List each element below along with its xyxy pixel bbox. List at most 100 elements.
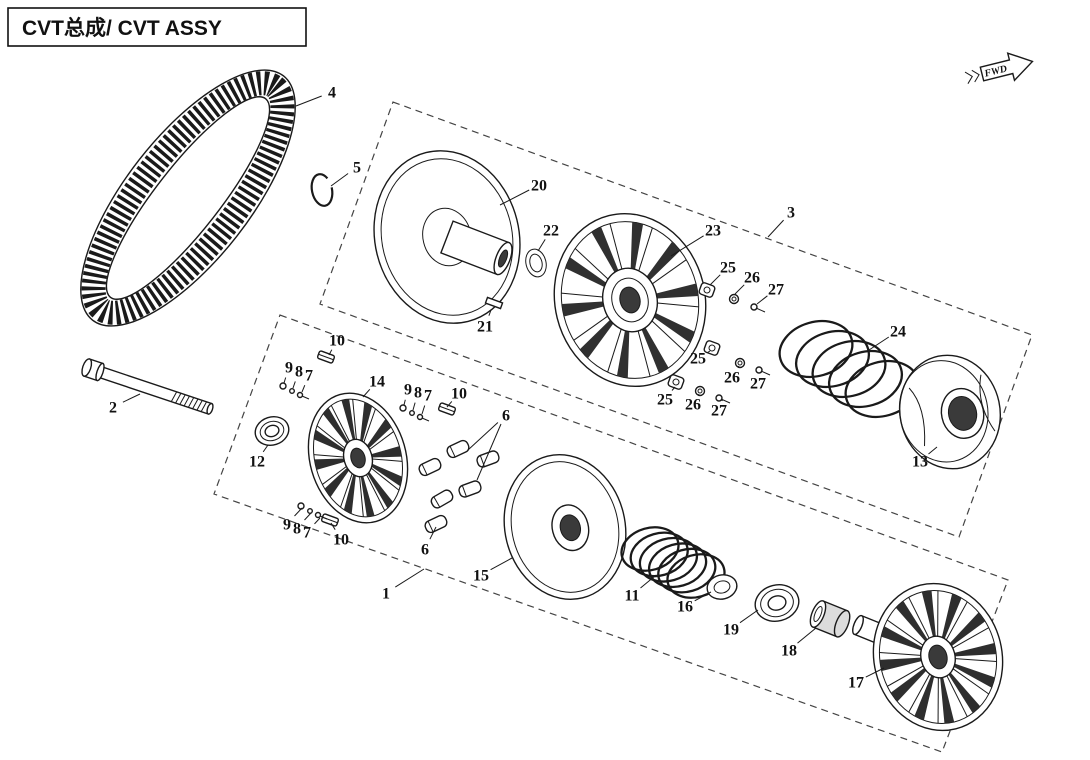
leader-line bbox=[928, 446, 938, 455]
part-987-screwset-c bbox=[297, 502, 328, 520]
part-12-nut bbox=[254, 415, 290, 447]
part-5-circlip bbox=[310, 173, 334, 207]
callout-1: 1 bbox=[382, 568, 425, 603]
callout-4: 4 bbox=[295, 85, 336, 107]
part-26-washer-a bbox=[728, 293, 740, 305]
part-number-12: 12 bbox=[249, 454, 265, 471]
callout-27: 27 bbox=[750, 372, 766, 393]
callout-26: 26 bbox=[724, 365, 740, 387]
part-21-spacer bbox=[484, 296, 504, 310]
part-number-18: 18 bbox=[781, 643, 797, 660]
part-26-washer-c bbox=[694, 385, 706, 397]
part-number-17: 17 bbox=[848, 675, 864, 692]
leader-line bbox=[304, 512, 312, 521]
part-number-25: 25 bbox=[690, 351, 706, 368]
part-number-6: 6 bbox=[502, 408, 510, 425]
callout-19: 19 bbox=[723, 609, 759, 639]
part-number-1: 1 bbox=[382, 586, 390, 603]
part-number-8: 8 bbox=[414, 385, 422, 402]
leader-line bbox=[709, 274, 721, 286]
part-16-washer bbox=[706, 574, 738, 600]
callout-27: 27 bbox=[711, 399, 727, 420]
callout-16: 16 bbox=[677, 591, 712, 616]
part-number-19: 19 bbox=[723, 622, 739, 639]
callout-2: 2 bbox=[109, 393, 141, 417]
leader-line bbox=[739, 609, 759, 624]
leader-line bbox=[797, 627, 817, 644]
part-987-screwset-a bbox=[279, 382, 310, 400]
leader-line bbox=[295, 95, 322, 107]
part-number-2: 2 bbox=[109, 400, 117, 417]
part-23-driven-pulley bbox=[553, 212, 707, 388]
part-27-screw-a bbox=[750, 303, 766, 313]
part-number-13: 13 bbox=[912, 454, 928, 471]
leader-line bbox=[865, 336, 890, 353]
leader-line bbox=[488, 309, 492, 316]
leader-line bbox=[292, 381, 296, 389]
part-number-26: 26 bbox=[724, 370, 740, 387]
part-2-bolt bbox=[81, 358, 214, 415]
part-number-22: 22 bbox=[543, 223, 559, 240]
leader-line bbox=[767, 219, 784, 238]
callout-20: 20 bbox=[499, 178, 547, 206]
callout-25: 25 bbox=[690, 350, 711, 368]
callout-26: 26 bbox=[734, 270, 760, 295]
callout-10: 10 bbox=[328, 333, 345, 356]
callout-26: 26 bbox=[685, 393, 701, 414]
callout-3: 3 bbox=[767, 205, 795, 238]
part-number-27: 27 bbox=[750, 376, 766, 393]
callout-23: 23 bbox=[670, 223, 721, 257]
part-number-8: 8 bbox=[293, 521, 301, 538]
part-number-16: 16 bbox=[677, 599, 693, 616]
callout-15: 15 bbox=[473, 557, 513, 585]
part-number-3: 3 bbox=[787, 205, 795, 222]
leader-line bbox=[122, 393, 141, 403]
part-18-sleeve bbox=[809, 600, 851, 638]
callout-8: 8 bbox=[293, 512, 312, 538]
callout-14: 14 bbox=[362, 374, 385, 398]
diagram-title: CVT总成/ CVT ASSY bbox=[22, 16, 222, 40]
part-19-bearing bbox=[754, 584, 800, 622]
leader-line bbox=[734, 284, 745, 295]
leader-line bbox=[670, 235, 704, 257]
callout-25: 25 bbox=[657, 386, 676, 409]
leader-line bbox=[429, 526, 437, 540]
part-10-slider-c bbox=[320, 513, 340, 527]
part-22-oring bbox=[525, 248, 547, 278]
part-number-11: 11 bbox=[624, 588, 639, 605]
callout-7: 7 bbox=[301, 368, 313, 393]
callout-13: 13 bbox=[912, 446, 938, 471]
leader-line bbox=[721, 399, 723, 402]
leader-line bbox=[737, 365, 740, 368]
part-number-10: 10 bbox=[329, 333, 345, 350]
part-987-screwset-b bbox=[399, 404, 430, 422]
leader-line bbox=[446, 401, 453, 408]
callout-7: 7 bbox=[421, 388, 432, 415]
part-10-slider-b bbox=[437, 402, 457, 416]
part-17-fixed-face bbox=[852, 582, 1004, 732]
leader-line bbox=[865, 667, 885, 678]
part-number-7: 7 bbox=[303, 525, 311, 542]
callout-9: 9 bbox=[283, 360, 293, 384]
leader-line bbox=[395, 568, 425, 588]
leader-line bbox=[330, 522, 336, 530]
part-4-belt bbox=[80, 69, 296, 327]
leader-line bbox=[421, 405, 426, 415]
part-number-7: 7 bbox=[305, 368, 313, 385]
part-number-27: 27 bbox=[711, 403, 727, 420]
callout-8: 8 bbox=[292, 364, 303, 389]
callout-10: 10 bbox=[330, 522, 349, 549]
part-25-roller-c bbox=[667, 374, 685, 390]
part-number-15: 15 bbox=[473, 568, 489, 585]
part-number-14: 14 bbox=[369, 374, 385, 391]
callout-21: 21 bbox=[477, 309, 493, 336]
part-10-slider-a bbox=[316, 350, 336, 364]
part-number-7: 7 bbox=[424, 388, 432, 405]
leader-line bbox=[707, 350, 711, 353]
part-number-27: 27 bbox=[768, 282, 784, 299]
callout-9: 9 bbox=[283, 507, 303, 534]
leader-line bbox=[283, 377, 287, 384]
part-number-6: 6 bbox=[421, 542, 429, 559]
leader-line bbox=[499, 189, 530, 206]
